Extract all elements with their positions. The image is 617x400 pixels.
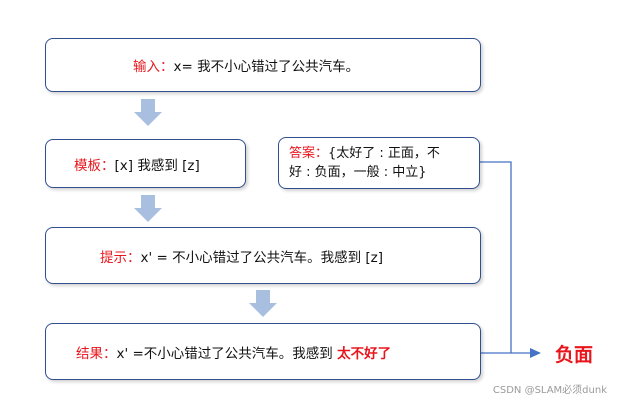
prompt-text: x' = 不小心错过了公共汽车。我感到 [z] [140, 249, 384, 266]
output-arrowhead [530, 348, 541, 358]
input-box: 输入：x= 我不小心错过了公共汽车。 [45, 38, 481, 92]
watermark: CSDN @SLAM必须dunk [492, 385, 607, 396]
result-label: 结果： [76, 345, 117, 362]
result-box: 结果：x' =不小心错过了公共汽车。我感到 太不好了 [45, 323, 481, 380]
down-arrow-1 [134, 99, 162, 126]
down-arrow-2 [134, 195, 162, 222]
answer-connector-line [480, 161, 512, 353]
result-text: x' =不小心错过了公共汽车。我感到 [116, 345, 338, 362]
input-text: x= 我不小心错过了公共汽车。 [173, 59, 360, 75]
down-arrow-3 [249, 290, 277, 317]
input-label: 输入： [133, 59, 174, 75]
template-box: 模板：[x] 我感到 [z] [45, 139, 246, 188]
answer-label: 答案： [289, 146, 329, 161]
result-highlight: 太不好了 [337, 345, 392, 362]
prompt-box: 提示：x' = 不小心错过了公共汽车。我感到 [z] [45, 227, 481, 284]
answer-text-line1: {太好了 : 正面，不 [328, 146, 440, 161]
prompt-label: 提示： [100, 249, 141, 266]
template-text: [x] 我感到 [z] [114, 157, 200, 174]
answer-text-line2: 好 : 负面，一般 : 中立} [289, 165, 427, 180]
answer-box: 答案：{太好了 : 正面，不 好 : 负面，一般 : 中立} [278, 137, 480, 189]
template-label: 模板： [74, 157, 115, 174]
output-label: 负面 [555, 344, 594, 366]
